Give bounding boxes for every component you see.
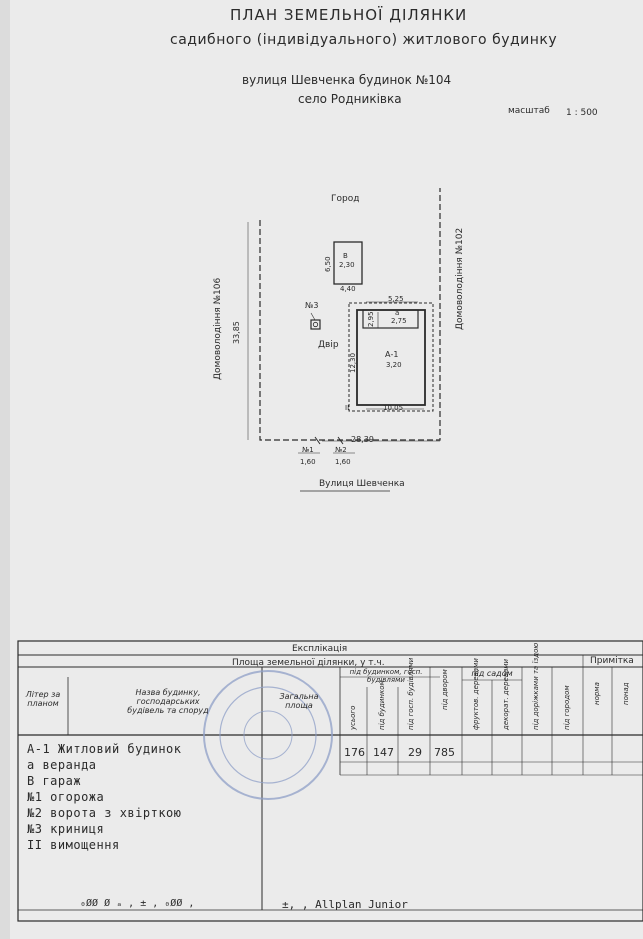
column-litera: Літер за планом bbox=[25, 690, 61, 708]
legend-item: №3 криниця bbox=[27, 822, 105, 836]
house-area: 3,20 bbox=[386, 361, 402, 369]
col-decor: декорат. деревами bbox=[502, 658, 510, 730]
north-label: Город bbox=[331, 194, 360, 204]
garage-width: 4,40 bbox=[340, 285, 356, 293]
explication-table-grid bbox=[17, 640, 643, 922]
legend-item: а веранда bbox=[27, 758, 97, 772]
house-top-width: 5,25 bbox=[388, 295, 404, 303]
document-sheet bbox=[10, 0, 643, 939]
gate1-width: 1,60 bbox=[300, 458, 316, 466]
address-village: село Родниківка bbox=[298, 92, 402, 106]
value-total: 176 bbox=[344, 746, 365, 759]
veranda-code: а bbox=[395, 309, 400, 317]
garage-area: 2,30 bbox=[339, 261, 355, 269]
gate1-code: №1 bbox=[302, 446, 314, 454]
house-depth: 12,30 bbox=[349, 352, 357, 373]
veranda-depth: 2,95 bbox=[367, 311, 375, 327]
yard-label: Двір bbox=[318, 340, 339, 350]
west-neighbor-label: Домоволодіння №106 bbox=[213, 277, 223, 380]
side-length: 33,85 bbox=[232, 321, 241, 344]
garage-height: 6,50 bbox=[324, 256, 332, 272]
garage-code: В bbox=[343, 252, 348, 260]
registration-stamp bbox=[203, 670, 333, 800]
value-yard: 785 bbox=[434, 746, 455, 759]
footer-software: ±, , Allplan Junior bbox=[282, 898, 408, 911]
col-garden: під городом bbox=[563, 685, 571, 730]
legend-item: II вимощення bbox=[27, 838, 120, 852]
col-yard: під двором bbox=[441, 669, 449, 710]
gate2-code: №2 bbox=[335, 446, 347, 454]
front-length: 28,39 bbox=[351, 435, 374, 444]
col-norm: норма bbox=[593, 682, 601, 705]
east-neighbor-label: Домоволодіння №102 bbox=[455, 227, 465, 330]
col-outbuildings: під госп. будівлями bbox=[407, 657, 415, 730]
document-title: ПЛАН ЗЕМЕЛЬНОЇ ДІЛЯНКИ bbox=[230, 6, 468, 24]
col-house: під будинком bbox=[378, 680, 386, 730]
col-over: понад bbox=[622, 682, 630, 705]
scale-label: масштаб bbox=[508, 106, 550, 116]
street-label: Вулиця Шевченка bbox=[319, 479, 405, 489]
col-total-sub: усього bbox=[349, 705, 357, 730]
under-gardens-header: під садом bbox=[471, 669, 513, 678]
legend-item: В гараж bbox=[27, 774, 82, 788]
column-total: Загальна площа bbox=[279, 692, 319, 710]
value-outbuildings: 29 bbox=[408, 746, 422, 759]
legend-item: №1 огорожа bbox=[27, 790, 105, 804]
footer-marks: ₀ØØ Ø ₐ , ± , ₀ØØ , bbox=[80, 898, 195, 909]
garage-outline bbox=[333, 241, 363, 285]
gate2-mark bbox=[337, 436, 344, 445]
column-name: Назва будинку, господарських будівель та… bbox=[127, 688, 209, 715]
well-label: №3 bbox=[305, 301, 319, 310]
value-house: 147 bbox=[373, 746, 394, 759]
paving-code: II bbox=[345, 404, 350, 412]
gate1-mark bbox=[314, 436, 321, 445]
veranda-area: 2,75 bbox=[391, 317, 407, 325]
note-header: Примітка bbox=[590, 656, 634, 666]
plot-boundary-line bbox=[259, 188, 441, 441]
legend-item: А-1 Житловий будинок bbox=[27, 742, 182, 756]
area-header: Площа земельної ділянки, у т.ч. bbox=[232, 658, 385, 668]
table-caption: Експлікація bbox=[292, 644, 348, 654]
legend-item: №2 ворота з хвірткою bbox=[27, 806, 182, 820]
gate2-width: 1,60 bbox=[335, 458, 351, 466]
paving-outline bbox=[348, 302, 434, 412]
address-street: вулиця Шевченка будинок №104 bbox=[242, 73, 452, 87]
document-subtitle: садибного (індивідуального) житлового бу… bbox=[170, 32, 558, 48]
scale-value: 1 : 500 bbox=[566, 108, 598, 118]
house-width: 10,05 bbox=[383, 404, 404, 412]
col-paths: під доріжками та їздою bbox=[532, 642, 540, 730]
well-icon bbox=[310, 319, 321, 330]
under-buildings-header: під будинком, госп. будівлями bbox=[349, 668, 423, 684]
col-fruit: фруктов. деревами bbox=[472, 658, 480, 730]
house-code: А-1 bbox=[385, 350, 399, 359]
